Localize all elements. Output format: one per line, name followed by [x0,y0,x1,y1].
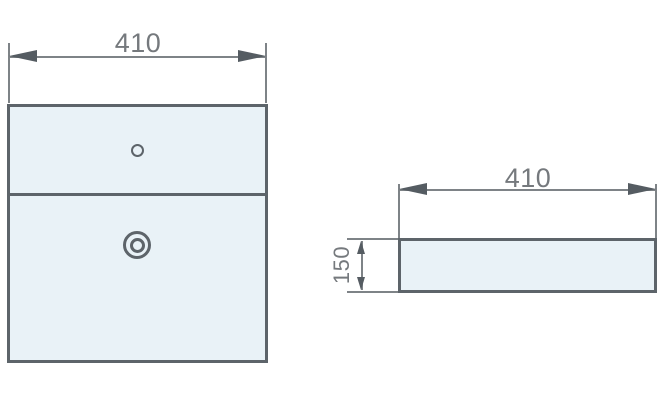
top-view-extension-line-left [8,43,10,103]
basin-side-body [398,238,657,293]
side-view-width-label: 410 [504,163,552,193]
arrowhead-right-icon [628,183,656,195]
arrowhead-left-icon [399,183,427,195]
side-view-extension-line-left [398,184,400,238]
drain [123,231,151,259]
arrowhead-down-icon [357,277,365,290]
basin-outline [7,104,268,363]
side-view-extension-line-top [347,238,398,240]
side-view-height-dimension-line [361,241,363,290]
top-view-width-label: 410 [114,28,162,58]
arrowhead-left-icon [9,50,37,62]
side-view-width-dimension-line [399,189,656,191]
top-view-extension-line-right [265,43,267,103]
faucet-hole [131,144,144,157]
arrowhead-right-icon [238,50,266,62]
drain-inner-ring [129,237,145,253]
side-view-extension-line-bottom [347,291,398,293]
side-view-extension-line-right [655,184,657,238]
side-view-height-label: 150 [329,245,354,285]
basin-divider-line [10,193,265,196]
top-view-dimension-line [9,56,266,58]
arrowhead-up-icon [357,241,365,254]
